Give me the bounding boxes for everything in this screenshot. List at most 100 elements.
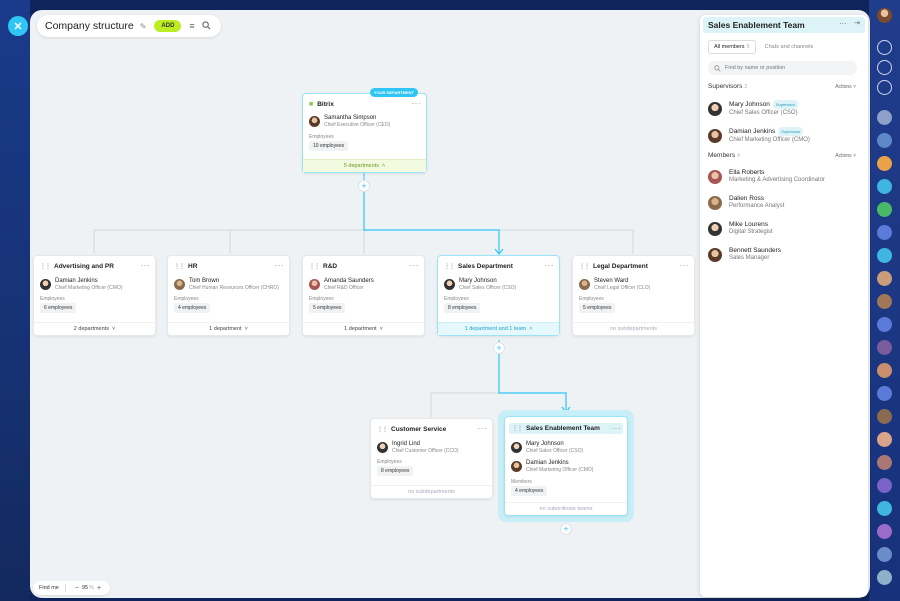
expand-departments[interactable]: 5 departments ˄: [303, 159, 426, 172]
expand-departments[interactable]: 2 departments˅: [34, 322, 155, 335]
drag-handle-icon[interactable]: ⋮⋮: [174, 264, 185, 270]
more-icon[interactable]: ···: [544, 261, 554, 270]
root-department-card[interactable]: YOUR DEPARTMENT ■ Bitrix ··· Samantha Si…: [302, 88, 427, 173]
employees-count[interactable]: 5 employees: [309, 303, 346, 313]
user-avatar-icon[interactable]: [877, 8, 892, 23]
chat-avatar-icon[interactable]: [877, 225, 892, 240]
chat-avatar-icon[interactable]: [877, 202, 892, 217]
chat-avatar-icon[interactable]: [877, 317, 892, 332]
drag-handle-icon[interactable]: ⋮⋮: [512, 426, 523, 432]
tab-chats-and-channels[interactable]: Chats and channels: [764, 44, 814, 50]
page-title: Company structure: [45, 20, 134, 32]
employees-count[interactable]: 5 employees: [579, 303, 616, 313]
app-icon[interactable]: [877, 133, 892, 148]
drag-handle-icon[interactable]: ⋮⋮: [444, 264, 455, 270]
expand-departments[interactable]: 1 department and 1 team˄: [438, 322, 559, 335]
menu-icon[interactable]: ≡: [189, 21, 195, 31]
chat-avatar-icon[interactable]: [877, 363, 892, 378]
expand-departments[interactable]: 1 department˅: [168, 322, 289, 335]
employees-count[interactable]: 4 employees: [174, 303, 211, 313]
employees-count[interactable]: 8 employees: [444, 303, 481, 313]
more-icon[interactable]: ···: [679, 261, 689, 270]
close-icon[interactable]: ✕: [8, 16, 28, 36]
chat-avatar-icon[interactable]: [877, 409, 892, 424]
zoom-in-button[interactable]: +: [96, 584, 102, 592]
more-icon[interactable]: ···: [409, 261, 419, 270]
more-icon[interactable]: ···: [274, 261, 284, 270]
zoom-out-button[interactable]: −: [74, 584, 79, 592]
add-team-button[interactable]: +: [560, 523, 572, 535]
chat-avatar-icon[interactable]: [877, 547, 892, 562]
more-icon[interactable]: ···: [411, 99, 421, 108]
members-count[interactable]: 4 employees: [511, 486, 548, 496]
pin-icon[interactable]: ✎: [139, 21, 147, 31]
department-head[interactable]: Samantha Simpson Chief Executive Officer…: [309, 115, 390, 128]
more-icon[interactable]: ···: [611, 424, 621, 433]
drag-handle-icon[interactable]: ⋮⋮: [377, 427, 388, 433]
search-icon[interactable]: [202, 21, 212, 31]
employees-count[interactable]: 6 employees: [40, 303, 77, 313]
search-icon[interactable]: [877, 60, 892, 75]
chat-avatar-icon[interactable]: [877, 524, 892, 539]
chat-avatar-icon[interactable]: [877, 271, 892, 286]
more-icon[interactable]: ···: [477, 424, 487, 433]
supervisors-actions[interactable]: Actions ˅: [835, 84, 856, 90]
drag-handle-icon[interactable]: ⋮⋮: [40, 264, 51, 270]
phone-icon[interactable]: [877, 80, 892, 95]
employees-count[interactable]: 8 employees: [377, 466, 414, 476]
chat-avatar-icon[interactable]: [877, 478, 892, 493]
avatar: [174, 279, 185, 290]
employees-count[interactable]: 10 employees: [309, 141, 349, 151]
member-search: [708, 61, 857, 75]
chat-avatar-icon[interactable]: [877, 501, 892, 516]
bell-icon[interactable]: [877, 40, 892, 55]
more-icon[interactable]: ···: [839, 19, 847, 28]
chat-avatar-icon[interactable]: [877, 179, 892, 194]
app-icon[interactable]: [877, 110, 892, 125]
add-subdepartment-button[interactable]: +: [493, 342, 505, 354]
find-me-button[interactable]: Find me: [39, 585, 59, 591]
drag-handle-icon[interactable]: ⋮⋮: [579, 264, 590, 270]
add-button[interactable]: ADD: [154, 20, 182, 32]
chat-avatar-icon[interactable]: [877, 386, 892, 401]
chat-avatar-icon[interactable]: [877, 156, 892, 171]
chat-avatar-icon[interactable]: [877, 570, 892, 585]
chat-avatar-icon[interactable]: [877, 432, 892, 447]
expand-departments[interactable]: 1 department˅: [303, 322, 424, 335]
members-actions[interactable]: Actions ˅: [835, 153, 856, 159]
chat-avatar-icon[interactable]: [877, 248, 892, 263]
more-icon[interactable]: ···: [140, 261, 150, 270]
no-subordinate-teams: no subordinate teams: [505, 502, 627, 515]
chat-avatar-icon[interactable]: [877, 340, 892, 355]
chat-avatar-icon[interactable]: [877, 294, 892, 309]
chat-avatar-icon[interactable]: [877, 455, 892, 470]
collapse-icon[interactable]: ⇥: [854, 20, 860, 27]
add-subdepartment-button[interactable]: +: [358, 180, 370, 192]
member-search-input[interactable]: [725, 65, 845, 71]
team-card-sales-enablement[interactable]: ⋮⋮ Sales Enablement Team ··· Mary Johnso…: [504, 416, 628, 516]
drag-handle-icon[interactable]: ⋮⋮: [309, 264, 320, 270]
avatar: [377, 442, 388, 453]
